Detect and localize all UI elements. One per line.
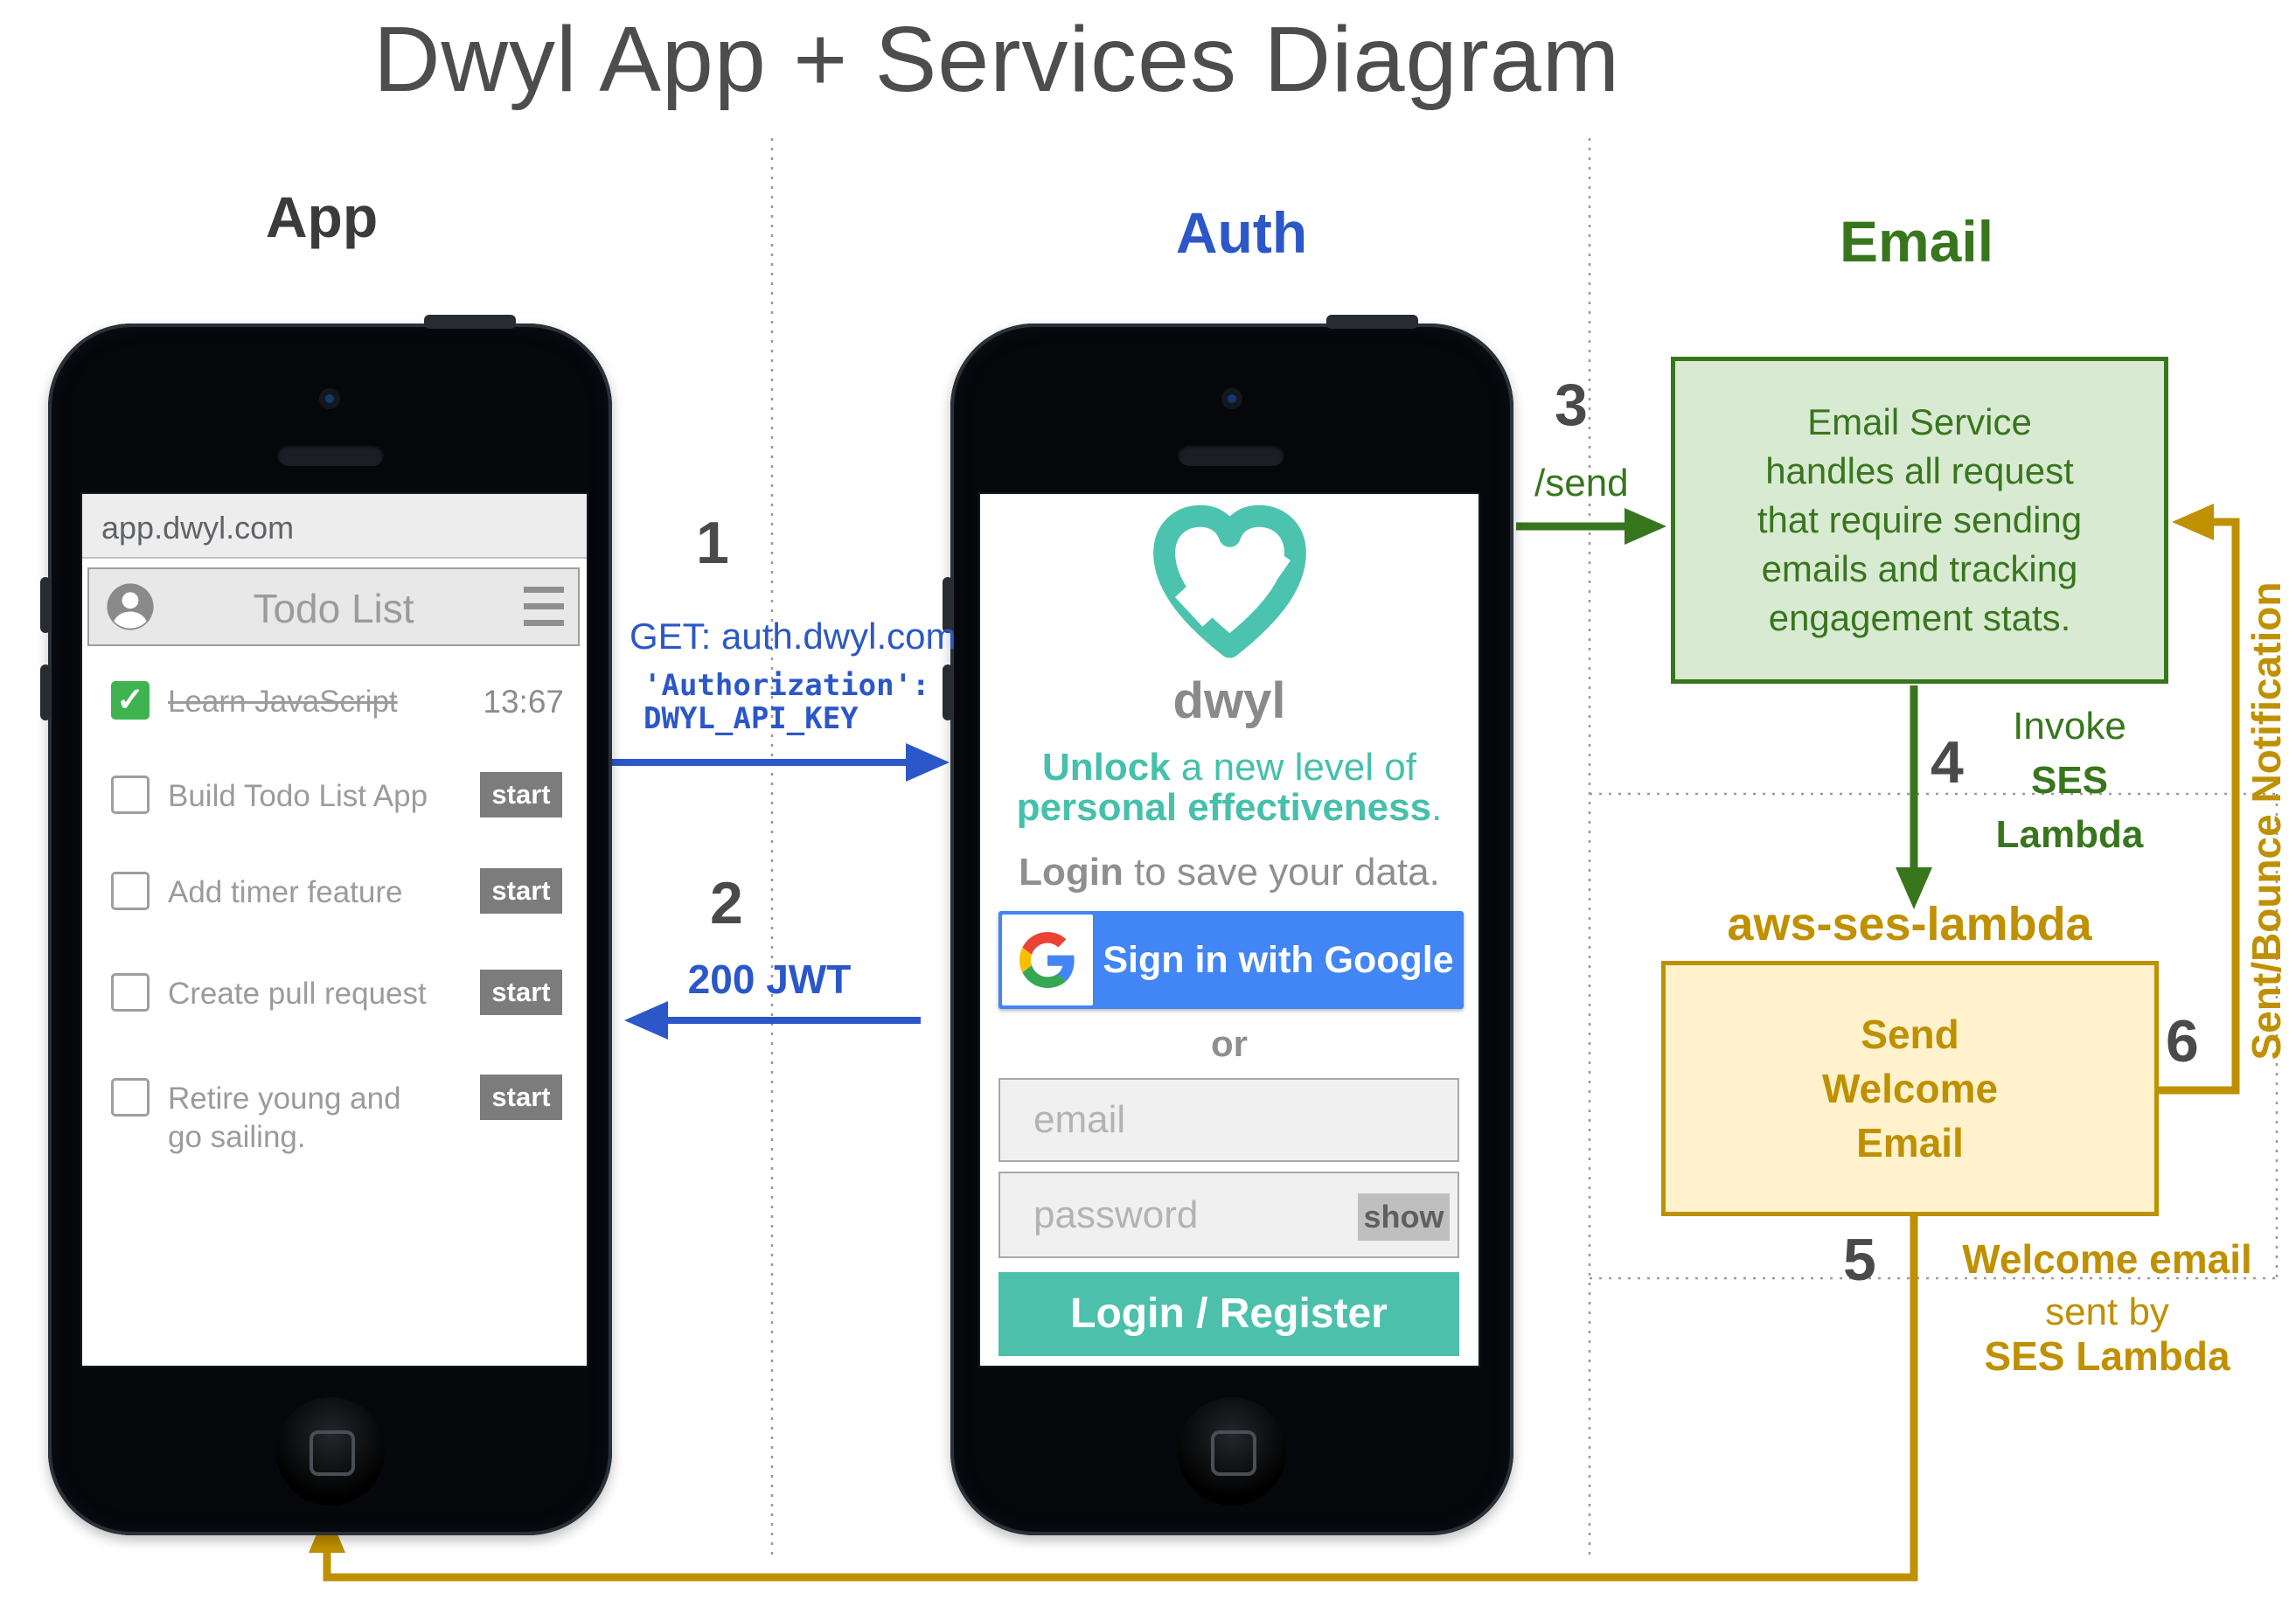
lambda-box-line: Email bbox=[1856, 1120, 1964, 1165]
step-4-number: 4 bbox=[1931, 729, 1964, 796]
step-5-line3: SES Lambda bbox=[1984, 1333, 2230, 1379]
todo-label: Create pull request bbox=[168, 977, 427, 1011]
auth-phone: dwyl Unlock a new level of personal effe… bbox=[943, 315, 1513, 1535]
arrow-step1-get-auth bbox=[612, 743, 950, 782]
url-text: app.dwyl.com bbox=[101, 510, 295, 546]
step-1-number: 1 bbox=[696, 510, 729, 576]
step-1-api-key: DWYL_API_KEY bbox=[644, 701, 859, 736]
app-screen: app.dwyl.com Todo List ✓ Learn JavaScrip… bbox=[82, 494, 587, 1366]
step-2-jwt-label: 200 JWT bbox=[687, 957, 852, 1002]
menu-icon[interactable] bbox=[524, 587, 564, 637]
todo-checkbox[interactable] bbox=[111, 872, 150, 910]
todo-label: Build Todo List App bbox=[168, 779, 428, 813]
login-prompt-bold: Login bbox=[1019, 851, 1124, 894]
or-separator: or bbox=[1211, 1023, 1248, 1064]
step-3-number: 3 bbox=[1555, 372, 1588, 438]
lambda-box-line: Send bbox=[1861, 1012, 1959, 1057]
tagline-line2: personal effectiveness. bbox=[980, 786, 1478, 830]
power-button bbox=[424, 315, 516, 329]
step-1-request-text: GET: auth.dwyl.com bbox=[630, 616, 957, 657]
step-4-lambda-label: Lambda bbox=[1995, 813, 2144, 856]
todo-label: Retire young and bbox=[168, 1082, 401, 1116]
todo-label: Learn JavaScript bbox=[168, 685, 398, 719]
email-service-text-line: emails and tracking bbox=[1761, 548, 2078, 589]
section-label-auth: Auth bbox=[1175, 200, 1308, 265]
dwyl-wordmark: dwyl bbox=[1172, 672, 1286, 729]
google-signin-button[interactable]: Sign in with Google bbox=[998, 911, 1464, 1009]
lambda-box-line: Welcome bbox=[1821, 1066, 1999, 1111]
earpiece-speaker bbox=[277, 443, 384, 466]
todo-checkbox-checked[interactable]: ✓ bbox=[111, 681, 150, 720]
todo-checkbox[interactable] bbox=[111, 776, 150, 814]
volume-up-button bbox=[40, 577, 51, 633]
volume-up-button bbox=[943, 577, 953, 633]
email-service-text-line: that require sending bbox=[1757, 499, 2083, 540]
app-phone: app.dwyl.com Todo List ✓ Learn JavaScrip… bbox=[40, 315, 612, 1535]
auth-screen: dwyl Unlock a new level of personal effe… bbox=[980, 494, 1478, 1366]
google-g-icon bbox=[1019, 932, 1075, 988]
step-4-invoke-label: Invoke bbox=[2013, 705, 2126, 748]
start-button[interactable]: start bbox=[480, 772, 562, 817]
arrow-step6-sent-bounce bbox=[2159, 504, 2240, 1095]
earpiece-speaker bbox=[1178, 443, 1284, 466]
step-5-number: 5 bbox=[1843, 1227, 1876, 1293]
step-5-line2: sent by bbox=[2045, 1290, 2169, 1333]
step-6-number: 6 bbox=[2166, 1008, 2199, 1075]
step-3-send-label: /send bbox=[1534, 462, 1629, 504]
email-service-text-line: handles all request bbox=[1765, 450, 2074, 491]
front-camera bbox=[319, 388, 340, 409]
power-button bbox=[1326, 315, 1418, 329]
home-button bbox=[1178, 1397, 1286, 1506]
home-button bbox=[276, 1397, 385, 1506]
dwyl-heart-logo bbox=[1153, 504, 1306, 658]
tagline-rest: a new level of bbox=[1170, 746, 1416, 789]
todo-checkbox[interactable] bbox=[111, 1078, 150, 1117]
todo-checkbox[interactable] bbox=[111, 973, 150, 1012]
step-6-sent-bounce-label: Sent/Bounce Notification bbox=[2244, 581, 2289, 1061]
page-title: Dwyl App + Services Diagram bbox=[372, 8, 1621, 111]
login-register-button[interactable]: Login / Register bbox=[998, 1272, 1459, 1356]
send-welcome-email-box: Send Welcome Email bbox=[1661, 961, 2159, 1216]
volume-down-button bbox=[943, 664, 953, 720]
todo-app-header: Todo List bbox=[87, 567, 580, 646]
todo-label: go sailing. bbox=[168, 1120, 306, 1154]
start-button[interactable]: start bbox=[480, 970, 562, 1015]
todo-label: Add timer feature bbox=[168, 875, 403, 909]
google-signin-label: Sign in with Google bbox=[1103, 939, 1454, 981]
step-4-ses-label: SES bbox=[2030, 759, 2109, 802]
tagline-line1: Unlock a new level of bbox=[980, 746, 1478, 790]
todo-timer-value: 13:67 bbox=[483, 684, 564, 720]
browser-url-bar[interactable]: app.dwyl.com bbox=[82, 494, 587, 559]
arrow-step4-invoke-lambda bbox=[1896, 685, 1932, 909]
aws-ses-lambda-title: aws-ses-lambda bbox=[1727, 898, 2092, 950]
arrow-step3-send bbox=[1516, 508, 1666, 545]
email-service-box: Email Service handles all request that r… bbox=[1671, 357, 2168, 684]
tagline-bold: personal effectiveness bbox=[1016, 786, 1432, 829]
todo-app-title: Todo List bbox=[253, 586, 414, 631]
start-button[interactable]: start bbox=[480, 1075, 562, 1120]
tagline-bold: Unlock bbox=[1042, 746, 1171, 789]
email-service-text-line: Email Service bbox=[1807, 401, 2032, 442]
start-button[interactable]: start bbox=[480, 868, 562, 914]
front-camera bbox=[1221, 388, 1242, 409]
arrow-step2-jwt bbox=[624, 1001, 921, 1040]
volume-down-button bbox=[40, 664, 51, 720]
login-prompt-rest: to save your data. bbox=[1123, 851, 1440, 894]
google-logo-tile bbox=[1002, 915, 1093, 1005]
account-icon[interactable] bbox=[105, 581, 156, 632]
email-service-text-line: engagement stats. bbox=[1768, 597, 2071, 638]
login-prompt: Login to save your data. bbox=[980, 851, 1478, 894]
email-field[interactable] bbox=[998, 1078, 1459, 1162]
tagline-period: . bbox=[1431, 786, 1443, 829]
show-password-button[interactable]: show bbox=[1358, 1193, 1450, 1241]
step-2-number: 2 bbox=[710, 870, 743, 936]
section-label-email: Email bbox=[1839, 209, 1994, 274]
section-label-app: App bbox=[265, 184, 379, 249]
step-1-auth-header: 'Authorization': bbox=[644, 668, 930, 703]
step-5-line1: Welcome email bbox=[1962, 1236, 2252, 1282]
